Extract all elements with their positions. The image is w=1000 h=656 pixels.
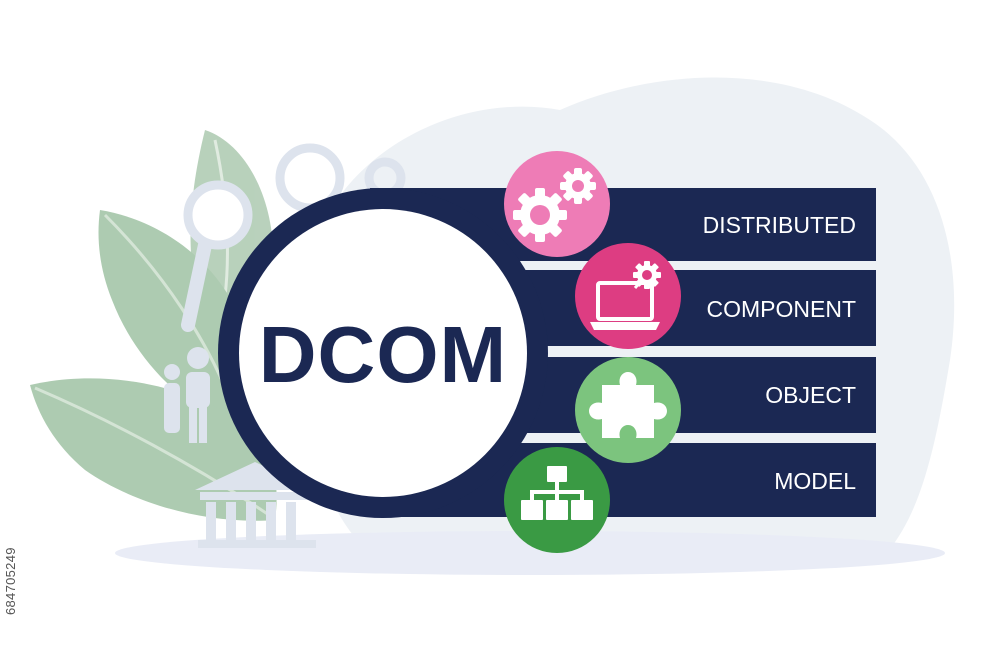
gears-icon [504,151,610,257]
ground-shadow [115,531,945,575]
row-label-object: OBJECT [765,382,856,408]
dcom-title: DCOM [259,310,507,399]
row-label-model: MODEL [774,468,856,494]
stock-id-text: 684705249 [3,547,18,615]
row-label-distributed: DISTRIBUTED [703,212,856,238]
magnifier-icon [181,180,253,332]
row-label-component: COMPONENT [707,296,857,322]
stock-id-label: 684705249 [0,415,22,615]
people-icon [164,347,210,443]
dcom-circle-inner [239,209,527,497]
puzzle-piece-icon [575,357,681,463]
laptop-gear-icon [575,243,681,349]
hierarchy-icon [504,447,610,553]
